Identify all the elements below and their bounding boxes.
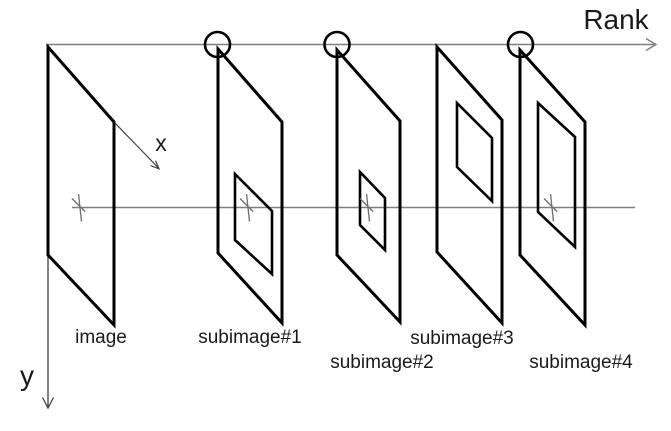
x-axis <box>113 121 161 170</box>
center-mark-subimage1 <box>239 193 254 222</box>
x-axis-arrowhead-icon <box>150 160 161 170</box>
subimage4-plane <box>518 46 587 329</box>
subimage3-inner-window <box>455 99 494 205</box>
image-plane <box>46 43 116 329</box>
subimage1-label: subimage#1 <box>198 327 302 348</box>
subimage3-label: subimage#3 <box>410 328 514 349</box>
subimage1-plane <box>216 45 284 327</box>
subimage4-label: subimage#4 <box>529 352 633 373</box>
rank-axis-arrowhead-icon <box>645 37 658 52</box>
subimage2-plane-outline <box>335 46 402 326</box>
rank-axis-label: Rank <box>583 4 649 35</box>
center-mark-image <box>71 193 86 222</box>
subimage4-plane-outline <box>518 46 587 329</box>
subimage1-inner-window <box>233 170 274 277</box>
subimage2-inner-window <box>358 168 387 254</box>
subimage3-plane <box>435 43 504 327</box>
rank-circle-subimage1 <box>203 30 232 59</box>
x-axis-label: x <box>155 130 167 156</box>
center-mark-subimage2 <box>359 193 374 222</box>
subimage4-inner-window <box>536 100 577 251</box>
center-mark-subimage4 <box>543 193 558 222</box>
y-axis-label: y <box>20 360 34 391</box>
rank-circle-subimage2 <box>323 30 351 59</box>
image-label: image <box>75 327 127 348</box>
rank-circle-subimage4 <box>506 30 535 59</box>
image-plane-outline <box>46 43 116 329</box>
subimage1-plane-outline <box>216 45 284 327</box>
subimage2-plane <box>335 46 402 326</box>
center-marks <box>71 193 558 222</box>
x-axis-line <box>113 121 159 169</box>
y-axis-arrowhead-icon <box>41 397 55 410</box>
subimage2-label: subimage#2 <box>330 352 434 373</box>
rank-axis <box>48 37 658 52</box>
subimage3-plane-outline <box>435 43 504 327</box>
